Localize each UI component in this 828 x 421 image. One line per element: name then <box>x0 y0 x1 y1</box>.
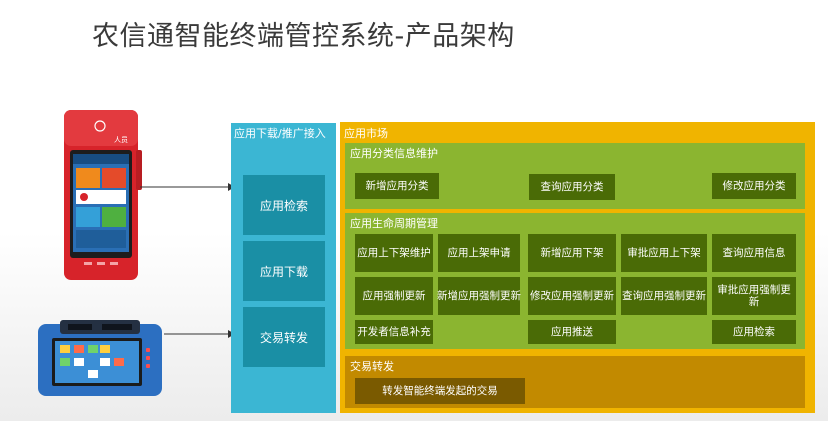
lifecycle-box: 新增应用下架 <box>528 234 616 272</box>
forward-transaction-box: 转发智能终端发起的交易 <box>355 378 525 404</box>
lifecycle-box: 应用推送 <box>528 320 616 344</box>
category-maintenance-section: 应用分类信息维护 新增应用分类 查询应用分类 修改应用分类 <box>345 143 805 209</box>
lifecycle-section-title: 应用生命周期管理 <box>350 217 438 230</box>
page-title: 农信通智能终端管控系统-产品架构 <box>92 21 515 52</box>
handheld-pos-terminal-image: 人员 <box>64 110 142 280</box>
lifecycle-box: 应用上下架维护 <box>355 234 433 272</box>
category-section-title: 应用分类信息维护 <box>350 147 438 160</box>
lifecycle-box: 应用检索 <box>712 320 796 344</box>
app-download-box: 应用下载 <box>243 241 325 301</box>
lifecycle-box: 查询应用信息 <box>712 234 796 272</box>
edit-category-box: 修改应用分类 <box>712 173 796 199</box>
query-category-box: 查询应用分类 <box>529 174 615 200</box>
lifecycle-management-section: 应用生命周期管理 应用上下架维护 应用上架申请 新增应用下架 审批应用上下架 查… <box>345 213 805 349</box>
transaction-section-title: 交易转发 <box>350 360 394 373</box>
app-market-header: 应用市场 <box>344 127 388 140</box>
lifecycle-box: 新增应用强制更新 <box>437 277 521 315</box>
lifecycle-box: 应用上架申请 <box>438 234 520 272</box>
app-market-panel: 应用市场 应用分类信息维护 新增应用分类 查询应用分类 修改应用分类 应用生命周… <box>340 122 815 413</box>
arrow-device1-to-column <box>140 183 235 191</box>
lifecycle-box: 修改应用强制更新 <box>528 277 616 315</box>
app-search-box: 应用检索 <box>243 175 325 235</box>
lifecycle-box: 审批应用强制更新 <box>712 277 796 315</box>
tablet-pos-terminal-image <box>38 320 162 396</box>
lifecycle-box: 应用强制更新 <box>355 277 433 315</box>
download-access-header: 应用下载/推广接入 <box>234 127 326 140</box>
lifecycle-box: 查询应用强制更新 <box>621 277 707 315</box>
add-category-box: 新增应用分类 <box>355 173 439 199</box>
lifecycle-box: 开发者信息补充 <box>355 320 433 344</box>
device-brand-text: 人员 <box>114 136 128 144</box>
arrow-device2-to-column <box>164 330 235 338</box>
lifecycle-box: 审批应用上下架 <box>621 234 707 272</box>
download-access-column: 应用下载/推广接入 应用检索 应用下载 交易转发 <box>231 123 336 413</box>
transaction-forward-box: 交易转发 <box>243 307 325 367</box>
transaction-forward-section: 交易转发 转发智能终端发起的交易 <box>345 356 805 408</box>
